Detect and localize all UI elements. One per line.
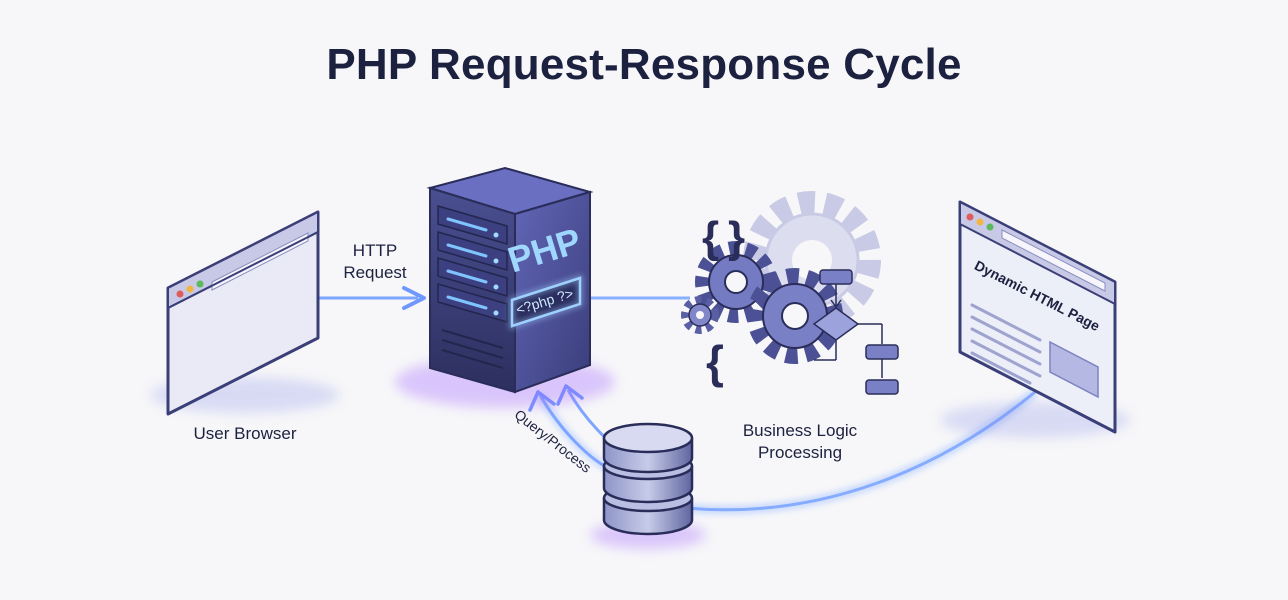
small-gear-icon	[681, 296, 719, 334]
close-dot-icon	[176, 290, 184, 298]
minimize-dot-icon	[186, 285, 194, 293]
user-browser-window	[150, 210, 340, 416]
main-gear-icon	[747, 268, 843, 364]
business-logic-graphic: { } {	[681, 191, 899, 395]
business-logic-label: Business Logic Processing	[720, 420, 880, 464]
user-browser-label: User Browser	[193, 424, 297, 443]
flowchart-icon	[812, 269, 899, 395]
http-request-line1: HTTP	[352, 241, 398, 260]
open-brace-icon: {	[702, 213, 719, 262]
business-logic-line1: Business Logic	[742, 421, 858, 440]
business-logic-line2: Processing	[757, 443, 843, 462]
database-icon	[590, 422, 706, 549]
http-request-line2: Request	[343, 263, 407, 282]
php-server: <?php ?> PHP	[395, 166, 615, 408]
http-request-arrow	[318, 286, 426, 310]
server-drive-bays	[437, 205, 508, 369]
close-brace-icon: }	[728, 213, 745, 262]
dynamic-html-page-window: Dynamic HTML Page	[940, 200, 1130, 438]
brace-icon: {	[706, 336, 724, 388]
page-text-lines	[970, 303, 1042, 385]
maximize-dot-icon	[196, 280, 204, 288]
page-image-placeholder	[1049, 340, 1099, 399]
http-request-label: HTTP Request	[320, 240, 430, 284]
page-title: PHP Request-Response Cycle	[326, 40, 962, 89]
